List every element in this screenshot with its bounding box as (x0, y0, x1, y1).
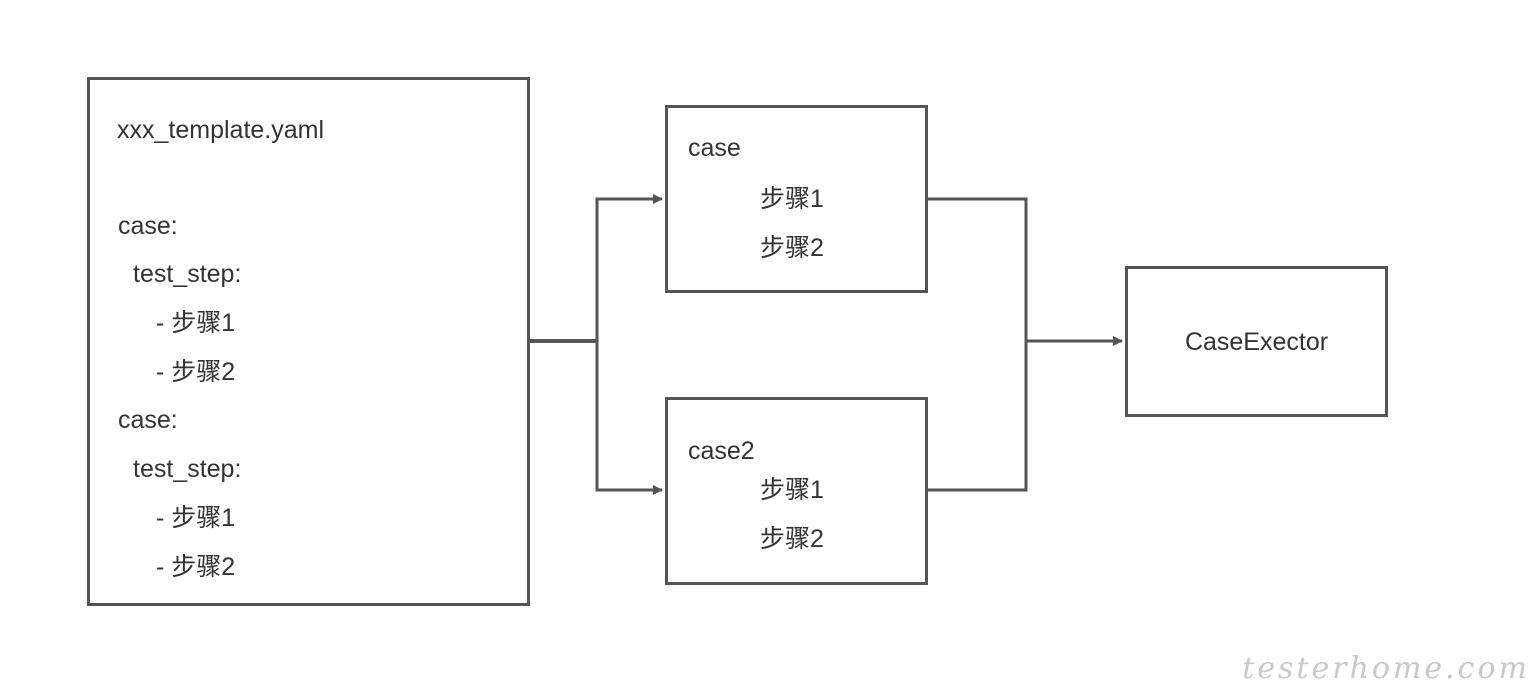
yaml-line-step-2b: - 步骤2 (156, 553, 236, 581)
yaml-line-step-2a: - 步骤2 (156, 358, 236, 386)
case-executor-label: CaseExector (1184, 328, 1329, 356)
case-box-1 (665, 105, 928, 293)
case-box-2-title: case2 (688, 437, 755, 465)
case-to-merge-line (927, 197, 1028, 492)
yaml-line-case-2: case: (118, 406, 178, 434)
arrow-to-case2 (595, 341, 663, 495)
watermark-logo: testerhome.com (1242, 651, 1530, 686)
yaml-line-test-step-1: test_step: (133, 260, 242, 288)
case-box-1-step-2: 步骤2 (760, 234, 824, 262)
yaml-line-step-1b: - 步骤1 (156, 504, 236, 532)
case-box-2-step-2: 步骤2 (760, 525, 824, 553)
case-box-2-step-1: 步骤1 (760, 476, 824, 504)
yaml-line-case-1: case: (118, 212, 178, 240)
template-filename: xxx_template.yaml (117, 116, 325, 144)
yaml-line-step-1a: - 步骤1 (156, 309, 236, 337)
case-executor-box (1125, 266, 1388, 417)
template-yaml-box (87, 77, 530, 606)
case-box-1-step-1: 步骤1 (760, 185, 824, 213)
arrow-to-case (595, 194, 663, 341)
yaml-line-test-step-2: test_step: (133, 455, 242, 483)
case-box-1-title: case (688, 134, 741, 162)
case-box-2 (665, 397, 928, 585)
